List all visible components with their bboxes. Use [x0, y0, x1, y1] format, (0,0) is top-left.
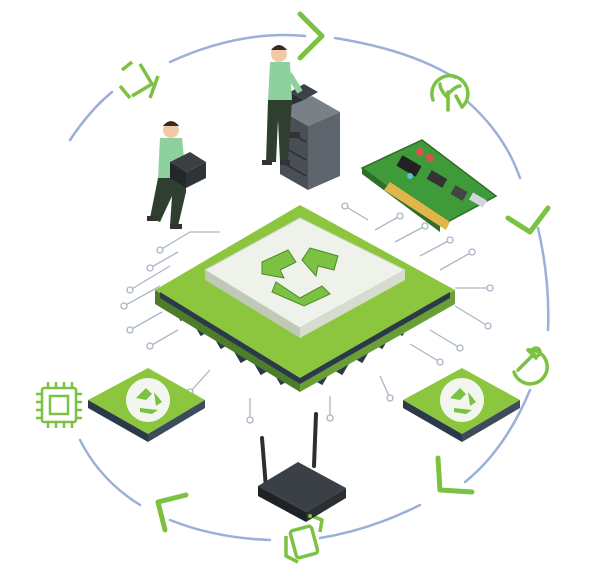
- cycle-ring: [68, 33, 550, 542]
- small-chip-left: [88, 368, 205, 442]
- plant-cycle-icon: [430, 73, 470, 112]
- chip-outline-icon: [36, 382, 82, 428]
- small-chip-right: [403, 368, 520, 442]
- worker-carrying: [147, 121, 206, 229]
- recycle-icon: [118, 60, 160, 100]
- recycle-icon: [136, 388, 162, 414]
- hardware-box: [170, 152, 206, 188]
- worker-laptop: [262, 45, 318, 165]
- cycle-arrow-icon: [155, 11, 551, 533]
- router: [258, 412, 346, 522]
- central-chip: [155, 205, 455, 392]
- circuit-board: [360, 139, 498, 232]
- recycle-icon: [450, 388, 476, 414]
- device-cycle-icon: [284, 514, 324, 564]
- recycle-icon: [261, 247, 339, 307]
- wrench-cycle-icon: [512, 346, 549, 386]
